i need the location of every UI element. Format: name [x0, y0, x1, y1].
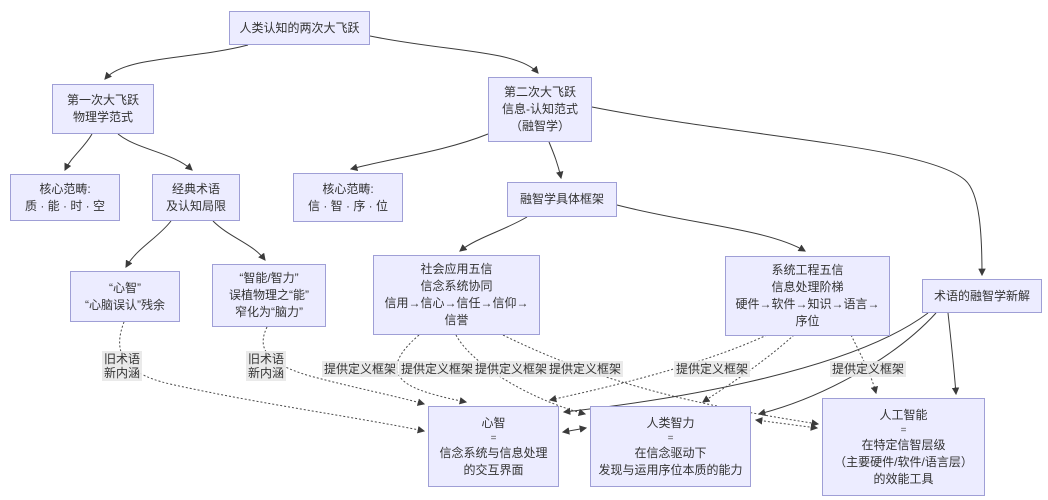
node-classic-terms-text: 经典术语 [171, 181, 220, 196]
node-root: 人类认知的两次大飞跃 [229, 11, 370, 45]
edge-label-old-term-2: 旧术语 新内涵 [245, 351, 287, 381]
node-physics-core-text: 质 · 能 · 时 · 空 [25, 198, 105, 213]
edge-second-leap-to-new-terms [591, 106, 986, 277]
edge-framework-to-social-five [459, 216, 528, 252]
edge-label-old-term-1: 旧术语 新内涵 [101, 351, 143, 381]
node-first-leap-text: 第一次大飞跃 [66, 93, 139, 107]
node-ai-text: 人工智能 [879, 407, 928, 422]
node-info-core: 核心范畴: 信 · 智 · 序 · 位 [293, 173, 403, 222]
edge-social-five-to-human-intel [455, 334, 587, 416]
node-root-text: 人类认知的两次大飞跃 [239, 20, 360, 35]
edge-new-terms-to-mind-new [562, 312, 929, 416]
edge-label-provides-framework-5: 提供定义框架 [673, 361, 751, 377]
node-mind-old: “心智” “心脑误认”残余 [70, 271, 180, 322]
equals-sign: = [490, 432, 497, 444]
edge-label-text: 旧术语 [103, 352, 141, 366]
node-first-leap: 第一次大飞跃 物理学范式 [52, 84, 154, 134]
node-system-five-text: 系统工程五信 [771, 263, 844, 277]
node-mind-new-text: 信念系统与信息处理 [439, 445, 548, 460]
node-human-intel-text: 人类智力 [646, 415, 695, 430]
edge-first-leap-to-classic-terms [117, 133, 193, 171]
node-new-terms-text: 术语的融智学新解 [933, 288, 1030, 303]
node-system-five: 系统工程五信 信息处理阶梯 硬件→软件→知识→语言→ 序位 [725, 256, 890, 336]
node-system-five-text: 信息处理阶梯 [771, 280, 844, 294]
equals-sign: = [667, 432, 674, 444]
edge-label-text: 旧术语 [247, 352, 285, 366]
node-second-leap-text: （融智学） [509, 119, 570, 133]
node-ai-text: 的效能工具 [873, 471, 934, 486]
edge-system-five-to-human-intel [702, 334, 795, 403]
node-classic-terms: 经典术语 及认知局限 [152, 174, 240, 221]
node-second-leap: 第二次大飞跃 信息-认知范式 （融智学） [488, 77, 592, 142]
node-new-terms: 术语的融智学新解 [922, 279, 1042, 313]
edge-label-text: 新内涵 [247, 366, 285, 380]
edge-system-five-to-mind-new [548, 334, 768, 403]
node-framework: 融智学具体框架 [507, 182, 617, 217]
edge-label-text: 新内涵 [103, 366, 141, 380]
node-framework-text: 融智学具体框架 [519, 192, 604, 206]
edge-intel-old-to-mind-new [262, 326, 426, 406]
node-human-intel: 人类智力 = 在信念驱动下 发现与运用序位本质的能力 [590, 406, 751, 487]
edge-label-provides-framework-1: 提供定义框架 [321, 361, 399, 377]
node-social-five-text: 信用→信心→信任→信仰→ [384, 296, 529, 310]
edge-new-terms-to-ai [947, 312, 960, 396]
node-mind-new: 心智 = 信念系统与信息处理 的交互界面 [428, 406, 559, 487]
edge-root-to-second-leap [369, 35, 539, 74]
edge-classic-terms-to-intel-old [212, 220, 266, 261]
edge-root-to-first-leap [104, 44, 249, 80]
edge-label-provides-framework-3: 提供定义框架 [472, 361, 550, 377]
edge-first-leap-to-physics-core [64, 133, 93, 172]
edge-human-intel-ai-bidirectional [754, 417, 819, 431]
node-social-five-text: 社会应用五信 [420, 262, 493, 276]
edge-framework-to-system-five [616, 204, 806, 252]
node-human-intel-text: 在信念驱动下 [634, 445, 707, 460]
edge-second-leap-to-framework [548, 141, 564, 180]
node-info-core-text: 核心范畴: [322, 181, 374, 196]
node-mind-old-text: “心脑误认”残余 [85, 297, 165, 312]
edge-mind-new-human-intel-bidirectional [561, 425, 588, 435]
node-first-leap-text: 物理学范式 [72, 110, 133, 124]
node-system-five-text: 硬件→软件→知识→语言→ [735, 297, 880, 311]
node-mind-new-text: 心智 [481, 415, 506, 430]
node-info-core-text: 信 · 智 · 序 · 位 [308, 198, 388, 213]
node-ai-text: 在特定信智层级 [861, 437, 946, 452]
node-ai-text: （主要硬件/软件/语言层） [834, 454, 973, 469]
node-system-five-text: 序位 [795, 314, 820, 328]
node-human-intel-text: 发现与运用序位本质的能力 [598, 462, 743, 477]
node-intel-old: “智能/智力” 误植物理之“能” 窄化为“脑力” [212, 264, 326, 327]
edge-label-provides-framework-6: 提供定义框架 [829, 361, 907, 377]
node-physics-core: 核心范畴: 质 · 能 · 时 · 空 [10, 174, 120, 221]
node-physics-core-text: 核心范畴: [39, 181, 91, 196]
edge-classic-terms-to-mind-old [125, 220, 172, 268]
node-second-leap-text: 第二次大飞跃 [503, 85, 576, 99]
node-intel-old-text: 误植物理之“能” [229, 288, 309, 302]
node-social-five: 社会应用五信 信念系统协同 信用→信心→信任→信仰→ 信誉 [373, 255, 540, 335]
node-intel-old-text: “智能/智力” [239, 271, 299, 285]
node-mind-new-text: 的交互界面 [463, 462, 524, 477]
edge-label-provides-framework-2: 提供定义框架 [398, 361, 476, 377]
edge-social-five-to-mind-new [396, 334, 468, 405]
node-ai: 人工智能 = 在特定信智层级 （主要硬件/软件/语言层） 的效能工具 [822, 398, 985, 496]
edge-label-provides-framework-4: 提供定义框架 [546, 361, 624, 377]
node-mind-old-text: “心智” [109, 280, 141, 295]
node-intel-old-text: 窄化为“脑力” [235, 305, 303, 319]
node-second-leap-text: 信息-认知范式 [502, 102, 578, 116]
edge-second-leap-to-info-core [349, 133, 489, 171]
node-classic-terms-text: 及认知局限 [165, 198, 226, 213]
equals-sign: = [900, 424, 907, 436]
node-social-five-text: 信念系统协同 [420, 279, 493, 293]
node-social-five-text: 信誉 [444, 313, 469, 327]
